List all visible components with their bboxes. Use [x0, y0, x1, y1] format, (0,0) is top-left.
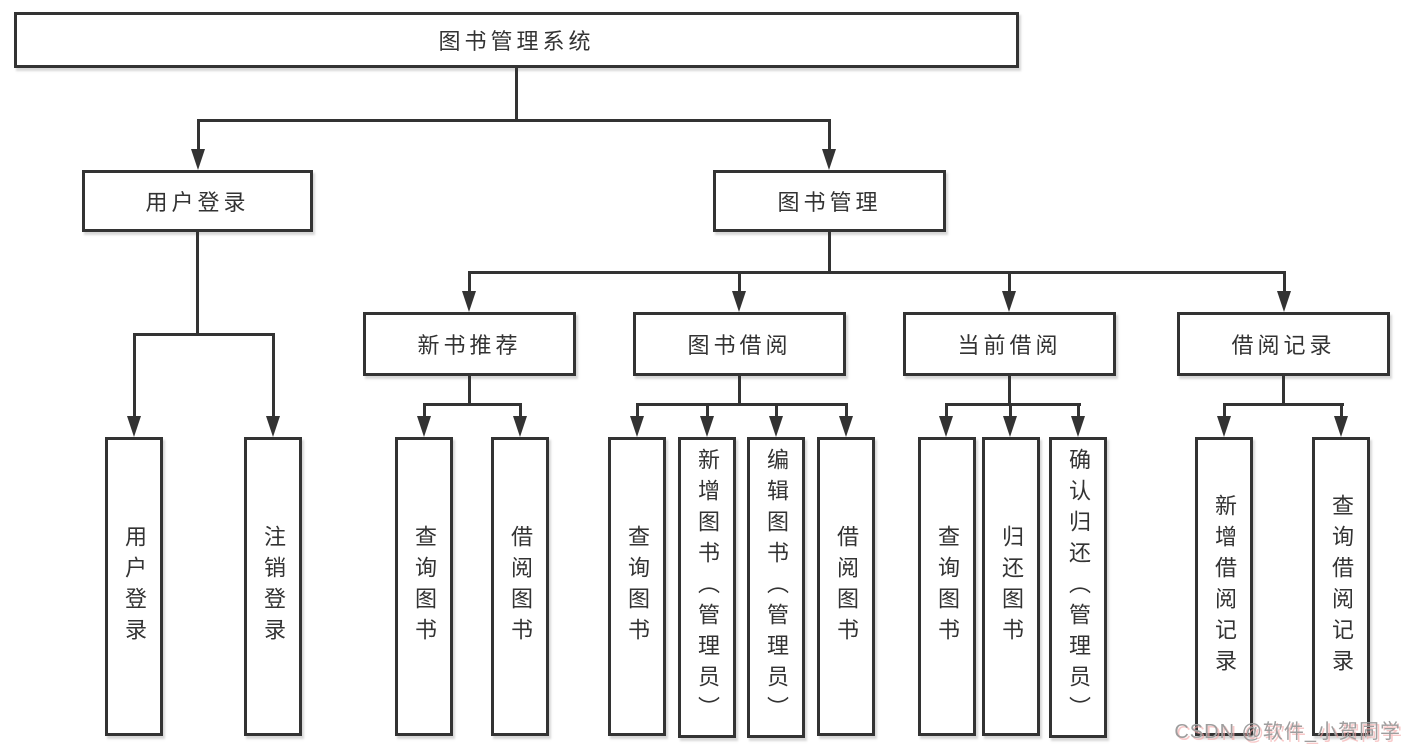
node-current-borrow: 当前借阅 [903, 312, 1116, 376]
arrow-down-icon [732, 291, 746, 312]
node-label: 借阅图书 [834, 524, 859, 649]
node-book-management: 图书管理 [713, 170, 946, 232]
edge-current-drop-3 [1077, 403, 1080, 417]
arrow-down-icon [700, 416, 714, 437]
node-label: 图书管理 [777, 190, 882, 215]
edge-borrow-drop-4 [845, 403, 848, 417]
edge-newbook-drop-2 [519, 403, 522, 417]
arrow-down-icon [769, 416, 783, 437]
node-label: 新增图书（管理员） [695, 448, 720, 727]
leaf-query-borrow-record: 查询借阅记录 [1312, 437, 1370, 736]
arrow-down-icon [127, 416, 141, 437]
node-label: 新书推荐 [417, 333, 522, 358]
leaf-confirm-return-admin: 确认归还（管理员） [1049, 437, 1107, 738]
leaf-borrow-book-recommend: 借阅图书 [491, 437, 549, 736]
node-label: 图书借阅 [687, 333, 792, 358]
arrow-down-icon [462, 291, 476, 312]
edge-current-drop-1 [945, 403, 948, 417]
edge-root-bar [197, 119, 831, 122]
edge-userlogin-stem [196, 232, 199, 335]
node-new-book-recommend: 新书推荐 [363, 312, 576, 376]
edge-current-bar [945, 403, 1081, 406]
arrow-down-icon [630, 416, 644, 437]
arrow-down-icon [1003, 416, 1017, 437]
node-label: 用户登录 [122, 524, 147, 649]
arrow-down-icon [1217, 416, 1231, 437]
arrow-down-icon [939, 416, 953, 437]
node-label: 借阅图书 [508, 524, 533, 649]
arrow-down-icon [266, 416, 280, 437]
leaf-user-login: 用户登录 [105, 437, 163, 736]
edge-newbook-stem [468, 376, 471, 406]
arrow-down-icon [191, 149, 205, 170]
arrow-down-icon [417, 416, 431, 437]
edge-records-bar [1223, 403, 1344, 406]
node-label: 查询图书 [412, 524, 437, 649]
node-label: 图书管理系统 [438, 29, 595, 54]
leaf-query-book-recommend: 查询图书 [395, 437, 453, 736]
arrow-down-icon [1002, 291, 1016, 312]
arrow-down-icon [839, 416, 853, 437]
edge-bookmgmt-drop-3 [1008, 271, 1011, 293]
edge-current-drop-2 [1009, 403, 1012, 417]
edge-userlogin-drop-2 [272, 333, 275, 416]
node-label: 借阅记录 [1231, 333, 1336, 358]
leaf-add-book-admin: 新增图书（管理员） [678, 437, 736, 738]
edge-records-drop-1 [1223, 403, 1226, 417]
edge-bookmgmt-drop-1 [468, 271, 471, 293]
leaf-edit-book-admin: 编辑图书（管理员） [747, 437, 805, 738]
node-book-borrow: 图书借阅 [633, 312, 846, 376]
edge-bookmgmt-drop-2 [738, 271, 741, 293]
node-label: 用户登录 [145, 190, 250, 215]
edge-bookmgmt-bar [468, 271, 1286, 274]
edge-userlogin-bar [133, 333, 275, 336]
edge-borrow-stem [738, 376, 741, 406]
edge-records-stem [1282, 376, 1285, 406]
leaf-logout: 注销登录 [244, 437, 302, 736]
edge-userlogin-drop-1 [133, 333, 136, 416]
edge-current-stem [1008, 376, 1011, 406]
arrow-down-icon [1277, 291, 1291, 312]
leaf-query-book-borrow: 查询图书 [608, 437, 666, 736]
node-label: 编辑图书（管理员） [764, 448, 789, 727]
csdn-watermark: CSDN @软件_小贺同学 [1174, 721, 1401, 743]
node-label: 当前借阅 [957, 333, 1062, 358]
edge-root-drop-left [197, 119, 200, 152]
node-system-root: 图书管理系统 [14, 12, 1019, 68]
arrow-down-icon [822, 149, 836, 170]
node-label: 查询图书 [625, 524, 650, 649]
edge-borrow-drop-3 [775, 403, 778, 417]
edge-bookmgmt-drop-4 [1283, 271, 1286, 293]
edge-borrow-bar [636, 403, 848, 406]
node-label: 确认归还（管理员） [1066, 448, 1091, 727]
edge-root-drop-right [828, 119, 831, 152]
leaf-return-book: 归还图书 [982, 437, 1040, 736]
arrow-down-icon [513, 416, 527, 437]
edge-records-drop-2 [1340, 403, 1343, 417]
node-label: 查询借阅记录 [1329, 493, 1354, 680]
edge-newbook-bar [423, 403, 522, 406]
edge-root-stem [515, 68, 518, 122]
arrow-down-icon [1334, 416, 1348, 437]
edge-borrow-drop-2 [706, 403, 709, 417]
node-label: 注销登录 [261, 524, 286, 649]
node-borrow-records: 借阅记录 [1177, 312, 1390, 376]
leaf-query-book-current: 查询图书 [918, 437, 976, 736]
node-label: 归还图书 [999, 524, 1024, 649]
edge-newbook-drop-1 [423, 403, 426, 417]
node-user-login: 用户登录 [82, 170, 313, 232]
arrow-down-icon [1071, 416, 1085, 437]
leaf-borrow-book: 借阅图书 [817, 437, 875, 736]
edge-bookmgmt-stem [828, 232, 831, 274]
edge-borrow-drop-1 [636, 403, 639, 417]
node-label: 查询图书 [935, 524, 960, 649]
node-label: 新增借阅记录 [1212, 493, 1237, 680]
leaf-add-borrow-record: 新增借阅记录 [1195, 437, 1253, 736]
